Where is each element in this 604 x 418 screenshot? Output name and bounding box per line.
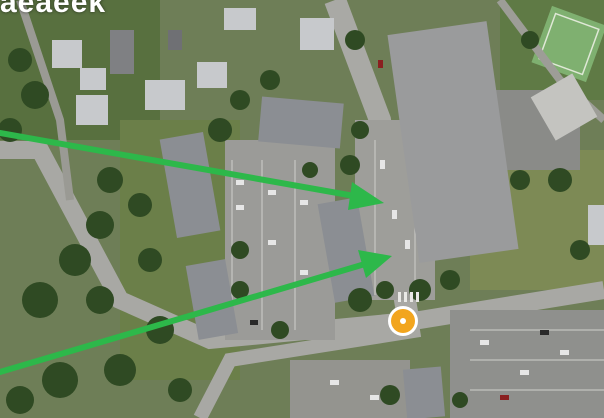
location-pin-icon[interactable]	[388, 306, 418, 336]
arrow-lower	[0, 250, 392, 375]
arrow-upper	[0, 130, 384, 210]
map-caption: aeaeek	[0, 0, 107, 19]
